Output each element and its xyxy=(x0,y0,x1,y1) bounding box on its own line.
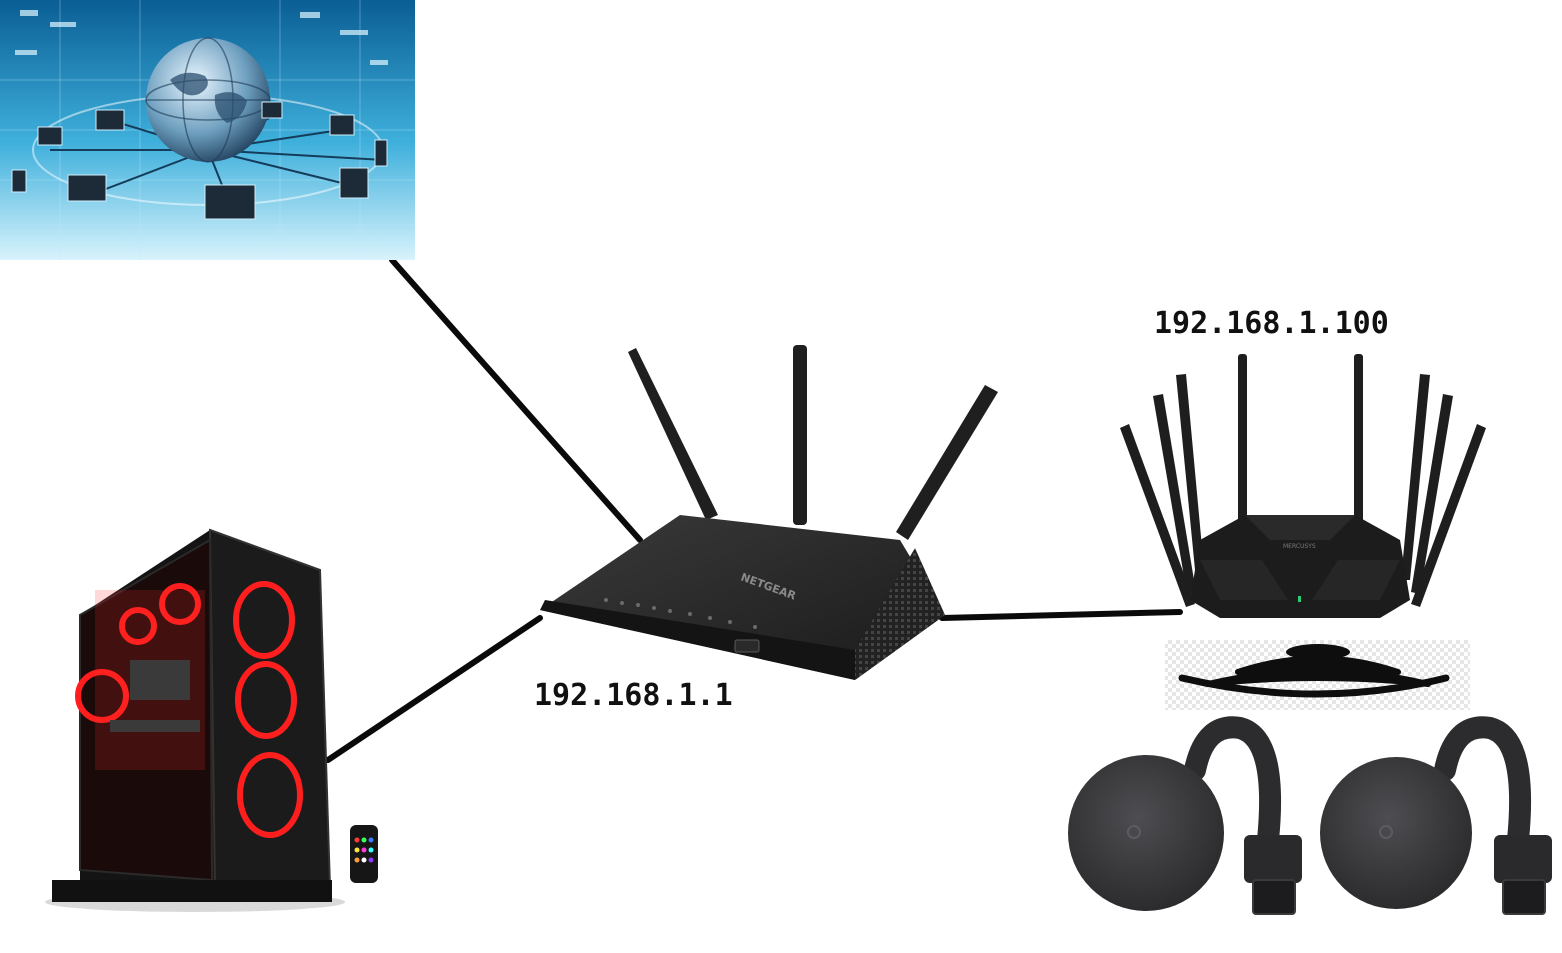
connection-lines xyxy=(325,257,1183,763)
rgb-remote-icon xyxy=(350,825,378,883)
main-router-ip-label: 192.168.1.1 xyxy=(534,678,733,713)
mesh-router-brand: MERCUSYS xyxy=(1283,543,1316,550)
main-router: NETGEAR xyxy=(540,345,998,680)
link-internet-to-router xyxy=(389,257,643,543)
mesh-router: MERCUSYS xyxy=(1120,354,1486,618)
link-pc-to-router xyxy=(325,615,543,763)
chromecast-right xyxy=(1320,716,1552,915)
pc-fans xyxy=(75,581,303,838)
mesh-router-ip-label: 192.168.1.100 xyxy=(1154,306,1389,341)
wifi-signal-icon xyxy=(1165,640,1470,710)
gaming-pc xyxy=(45,528,378,912)
chromecast-left xyxy=(1068,716,1302,915)
internet-image xyxy=(0,0,415,260)
network-monitor-icons xyxy=(11,101,388,220)
link-router-to-mesh xyxy=(939,609,1183,621)
